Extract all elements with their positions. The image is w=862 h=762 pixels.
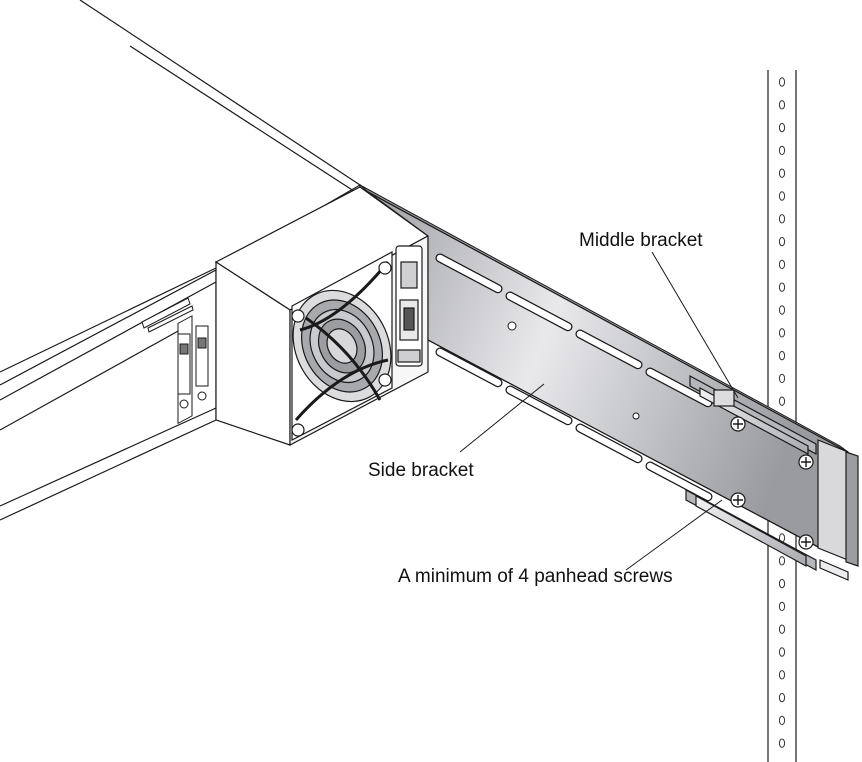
- screw-icon: [798, 454, 814, 470]
- rack-hole: [778, 100, 786, 110]
- rack-hole: [778, 715, 786, 726]
- power-socket-icon: [395, 245, 423, 367]
- rack-holes: [778, 77, 786, 748]
- rack-hole: [778, 191, 786, 201]
- rail-slot-opening: [506, 292, 572, 330]
- rack-hole: [778, 373, 786, 384]
- rack-hole: [778, 647, 786, 657]
- rack-hole: [778, 670, 786, 680]
- rack-hole: [778, 601, 786, 612]
- rack-hole: [778, 145, 786, 156]
- rack-hole: [778, 259, 786, 270]
- rail-slot-opening: [576, 330, 642, 368]
- rack-hole: [778, 624, 786, 634]
- screw-icon: [730, 416, 746, 432]
- panhead-screws: [730, 416, 814, 550]
- screw-icon: [798, 534, 814, 550]
- rail-slot-opening: [506, 386, 572, 424]
- rack-flange: [817, 439, 859, 581]
- rack-hole: [778, 77, 786, 87]
- leader-screws: [625, 499, 723, 571]
- rail-slots: [435, 253, 713, 502]
- middle-bracket-label: Middle bracket: [579, 230, 703, 251]
- rack-hole: [778, 578, 786, 589]
- rail-slot-opening: [436, 348, 502, 386]
- rack-hole: [778, 328, 786, 338]
- front-panel-connectors: [141, 297, 209, 425]
- rack-hole: [778, 692, 786, 703]
- rack-hole: [778, 556, 786, 566]
- leader-middle-bracket: [651, 251, 739, 399]
- rack-hole: [778, 122, 786, 133]
- rack-hole: [778, 236, 786, 247]
- rack-hole: [778, 738, 786, 748]
- rack-hole: [778, 168, 786, 178]
- fan-icon: [291, 250, 393, 441]
- middle-bracket: [685, 374, 817, 572]
- side-bracket: [367, 191, 849, 549]
- rail-slot-opening: [576, 424, 642, 462]
- leader-side-bracket: [459, 383, 545, 453]
- rail-slot-opening: [646, 462, 712, 500]
- rack-hole: [778, 396, 786, 406]
- panhead-screws-label: A minimum of 4 panhead screws: [398, 566, 673, 587]
- rack-hole: [778, 282, 786, 292]
- rail-slot-opening: [646, 368, 712, 406]
- side-bracket-label: Side bracket: [368, 460, 474, 481]
- screw-icon: [730, 492, 746, 508]
- rack-hole: [778, 305, 786, 315]
- leader-lines: [459, 251, 739, 571]
- rack-hole: [778, 214, 786, 224]
- rack-hole: [778, 350, 786, 361]
- rail-slot-opening: [436, 254, 502, 292]
